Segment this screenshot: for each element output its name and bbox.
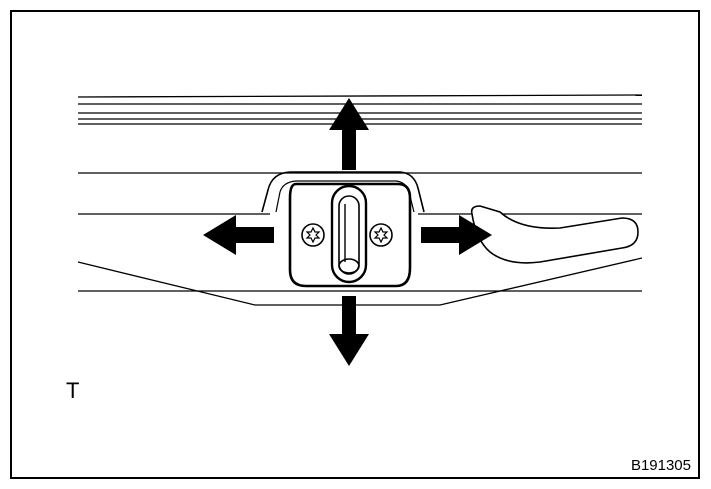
diagram-border bbox=[10, 10, 700, 479]
arrow-icon bbox=[203, 98, 492, 366]
body-panel-middle-lines bbox=[78, 172, 642, 215]
arrow-up-icon bbox=[329, 98, 369, 170]
arrow-left-icon bbox=[203, 215, 274, 255]
body-lever bbox=[470, 205, 639, 264]
striker-loop bbox=[330, 184, 368, 284]
view-letter-label: T bbox=[66, 378, 80, 403]
arrow-down-icon bbox=[329, 296, 369, 366]
torx-screw-icon bbox=[301, 223, 325, 247]
figure-code-label: B191305 bbox=[630, 457, 691, 474]
arrow-right-icon bbox=[421, 215, 492, 255]
striker-bracket bbox=[261, 171, 425, 213]
body-panel-top-lines bbox=[77, 94, 643, 125]
torx-screw-icon bbox=[369, 223, 393, 247]
